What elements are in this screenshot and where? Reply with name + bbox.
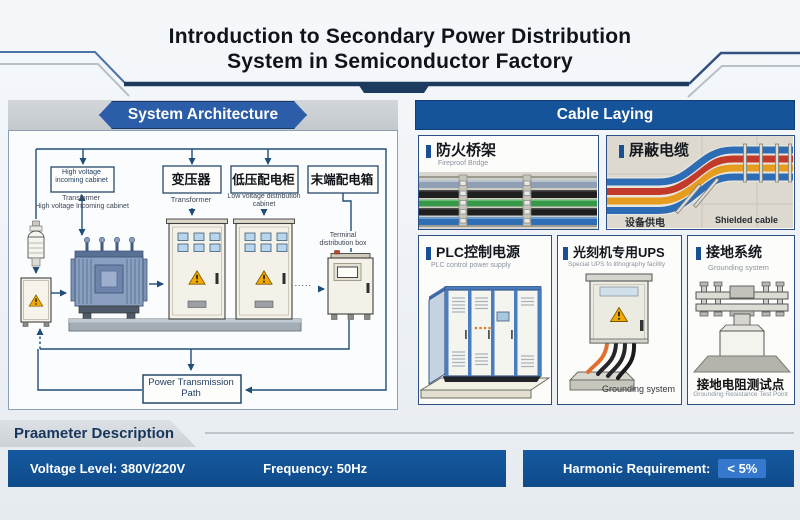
system-architecture-title: System Architecture xyxy=(127,106,279,123)
flow-box-terminal-label: 末端配电箱 xyxy=(310,173,374,187)
flow-boxes xyxy=(50,165,379,404)
plc-cabinet-illustration xyxy=(419,286,550,399)
section-bullet-icon xyxy=(426,145,431,158)
flowchart-graphic xyxy=(20,148,387,404)
fireproof-title: 防火桥架 xyxy=(436,142,497,159)
page-title-line2: System in Semiconductor Factory xyxy=(227,50,573,73)
equipment-platform xyxy=(68,318,302,332)
system-architecture-header-band: System Architecture xyxy=(8,100,398,130)
ups-grounding-label: Grounding system xyxy=(601,384,675,394)
transformer-illustration xyxy=(70,237,148,320)
cable-clamps xyxy=(458,174,532,227)
plc-subtitle: PLC control power supply xyxy=(431,262,511,269)
shielded-cable-label: Shielded cable xyxy=(715,215,779,225)
grounding-box: 接地系统 Grounding system 接地电阻测试点 Groun xyxy=(687,235,795,405)
grounding-caption: 接地电阻测试点 xyxy=(696,378,785,392)
terminal-box-illustration xyxy=(327,250,374,320)
incoming-cabinet-illustration xyxy=(20,277,52,327)
parameter-bar-left: Voltage Level: 380V/220V Frequency: 50Hz xyxy=(8,450,506,487)
shielded-title: 屏蔽电缆 xyxy=(629,142,690,159)
voltage-level: Voltage Level: 380V/220V xyxy=(30,461,186,476)
cable-tray-illustration xyxy=(419,172,597,229)
system-architecture-panel xyxy=(8,130,398,410)
parameter-description-title: Praameter Description xyxy=(14,425,175,442)
parameter-bar-right: Harmonic Requirement: < 5% xyxy=(523,450,794,487)
equipment-power-label: 设备供电 xyxy=(625,218,665,229)
section-bullet-icon xyxy=(696,247,701,260)
section-bullet-icon xyxy=(426,247,431,260)
parameter-description-band: Praameter Description xyxy=(0,420,196,447)
grounding-subtitle: Grounding system xyxy=(708,263,769,272)
divider xyxy=(205,432,794,434)
cable-laying-header: Cable Laying xyxy=(415,100,795,130)
ups-box: 光刻机专用UPS Special UPS fo lithography faci… xyxy=(557,235,682,405)
transformer-en-label: Transformer xyxy=(170,195,212,204)
harmonic-label: Harmonic Requirement: xyxy=(563,461,711,476)
frequency: Frequency: 50Hz xyxy=(263,461,368,476)
page-title-line1: Introduction to Secondary Power Distribu… xyxy=(168,25,632,48)
fireproof-bridge-box: 防火桥架 Fireproof Bridge xyxy=(418,135,599,230)
plc-power-box: PLC控制电源 PLC control power supply xyxy=(418,235,552,405)
plc-title: PLC控制电源 xyxy=(436,244,520,260)
ups-subtitle: Special UPS fo lithography facility xyxy=(568,261,666,268)
power-path-label: Power Transmission Path xyxy=(148,376,234,399)
lv-en-label: Low voltage distribution cabinet xyxy=(227,193,301,209)
flow-box-transformer-label: 变压器 xyxy=(171,172,211,187)
header-decoration xyxy=(0,51,800,98)
flow-connectors xyxy=(32,148,387,394)
flow-box-lv-label: 低压配电柜 xyxy=(232,173,295,187)
shielded-cable-box: 屏蔽电缆 设备供电 Shielded cable xyxy=(606,135,795,230)
ups-title: 光刻机专用UPS xyxy=(573,245,665,260)
lv-cabinet-1-illustration xyxy=(166,218,228,320)
page-title: Introduction to Secondary Power Distribu… xyxy=(0,24,800,74)
shielded-cable-illustration xyxy=(607,136,793,228)
terminal-en-label: Terminal distribution box xyxy=(319,232,367,248)
flow-box-hv-label: High voltage incoming cabinet xyxy=(55,169,108,185)
flow-dots: ...... xyxy=(291,278,313,288)
grounding-caption-sub: Grounding Resistance Test Point xyxy=(693,391,788,398)
hv-sublabel-transformer: Transformer xyxy=(62,195,100,202)
cable-ties xyxy=(675,143,792,215)
lv-cabinet-2-illustration xyxy=(233,218,295,320)
fireproof-subtitle: Fireproof Bridge xyxy=(438,160,489,167)
system-architecture-banner: System Architecture xyxy=(99,101,307,129)
hv-bushing-illustration xyxy=(27,220,45,267)
cable-laying-title: Cable Laying xyxy=(556,106,654,123)
grounding-title: 接地系统 xyxy=(706,244,762,260)
section-bullet-icon xyxy=(619,145,624,158)
harmonic-value: < 5% xyxy=(718,459,767,478)
ups-illustration xyxy=(568,273,653,391)
grounding-illustration xyxy=(692,281,792,373)
section-bullet-icon xyxy=(563,247,568,260)
hv-sublabel-cabinet: High voltage Incoming cabinet xyxy=(35,203,129,210)
